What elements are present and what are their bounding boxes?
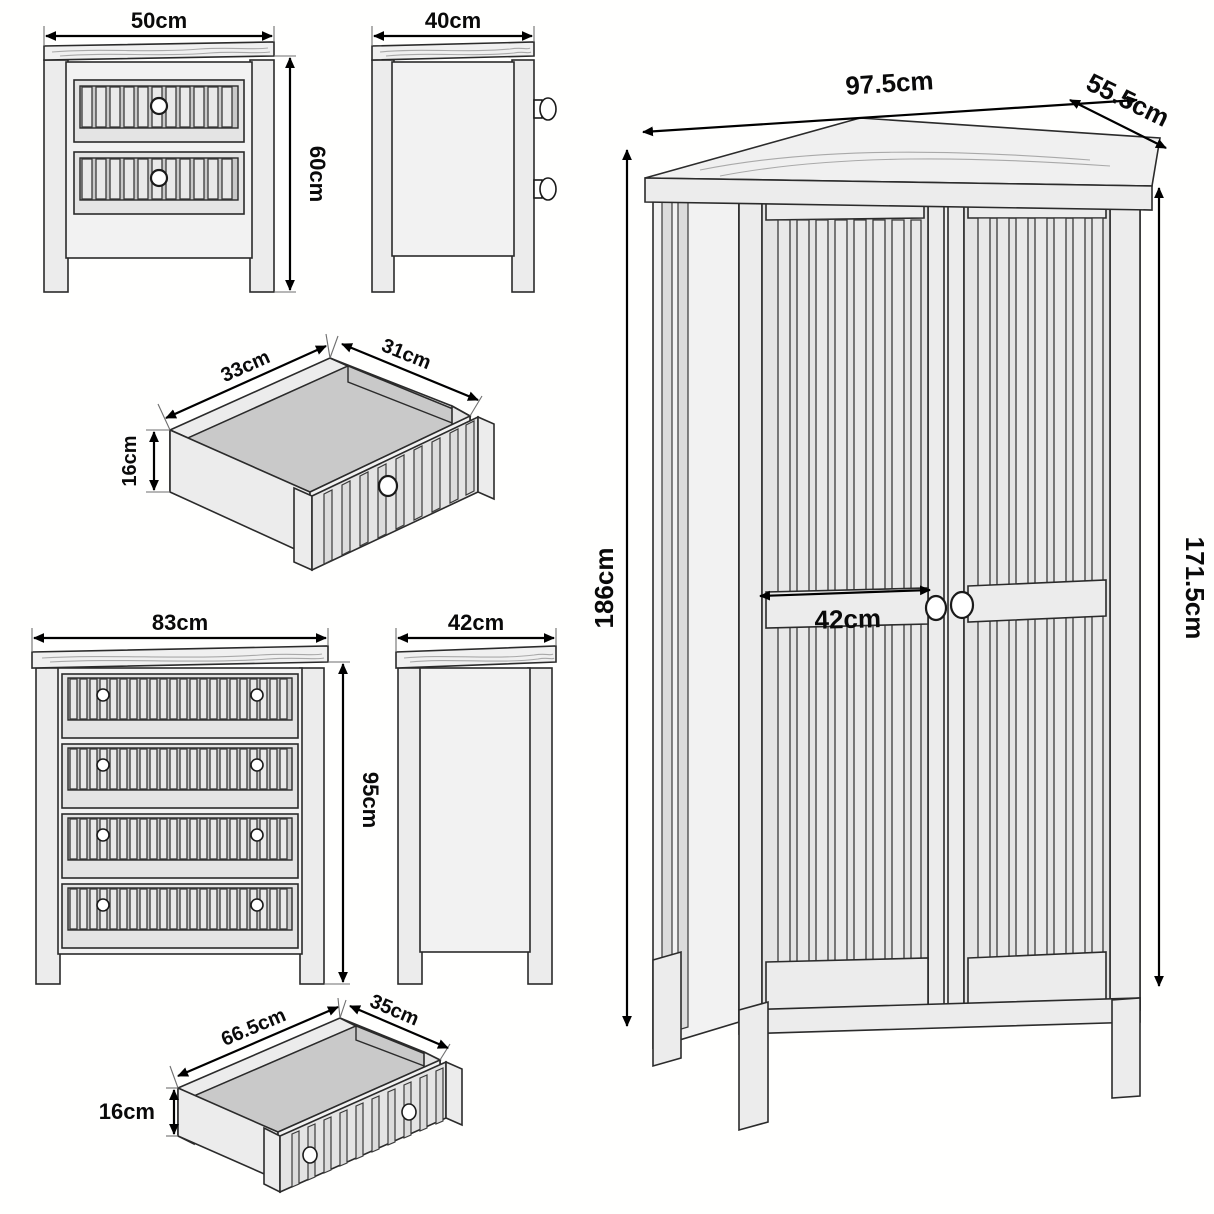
nightstand-knob-1[interactable] (149, 96, 169, 116)
wardrobe-side-slat-1 (661, 191, 673, 1036)
chest-drawer-1-slats (69, 678, 288, 720)
nightstand-front-view: 50cm 60cm (43, 8, 330, 293)
nightstand-height-label: 60cm (305, 146, 330, 202)
wardrobe-top-edge (644, 177, 1153, 211)
chest-leg-left (35, 667, 61, 985)
chest-front-view: 83cm 95cm (31, 610, 383, 985)
large-drawer-front-slats (291, 1067, 444, 1188)
chest-drawer-1-knob-right[interactable] (250, 688, 264, 702)
wardrobe-leg-front-left (738, 1000, 769, 1132)
chest-depth-label: 42cm (448, 610, 504, 635)
large-drawer-knob-left[interactable] (302, 1146, 318, 1164)
nightstand-width-label: 50cm (131, 8, 187, 33)
nightstand-leg-left (43, 59, 69, 293)
chest-drawer-3-knob-right[interactable] (250, 828, 264, 842)
chest-drawer-4-knob-left[interactable] (96, 898, 110, 912)
small-drawer-front-right-stile (477, 415, 495, 501)
chest-drawer-2-knob-right[interactable] (250, 758, 264, 772)
chest-side-body (419, 667, 531, 953)
nightstand-side-leg-left (371, 59, 395, 293)
wardrobe-width-dimension: 97.5cm (642, 65, 1138, 137)
wardrobe-door-right-mid-rail (967, 579, 1107, 623)
wardrobe-leg-back-left (652, 950, 682, 1068)
wardrobe-stile-center-left (927, 171, 945, 1016)
chest-leg-right (299, 667, 325, 985)
small-drawer-front-left-stile (293, 486, 313, 572)
chest-drawer-3-knob-left[interactable] (96, 828, 110, 842)
wardrobe-door-width-label: 42cm (814, 603, 881, 635)
small-drawer-detail: 33cm 31cm 16cm (119, 333, 495, 572)
chest-depth-dimension: 42cm (395, 610, 557, 652)
nightstand-knob-2[interactable] (149, 168, 169, 188)
chest-side-leg-right (527, 667, 553, 985)
nightstand-depth-label: 40cm (425, 8, 481, 33)
nightstand-side-knob-1[interactable] (533, 97, 557, 121)
chest-width-label: 83cm (152, 610, 208, 635)
wardrobe-leg-front-right (1111, 997, 1141, 1099)
chest-drawer-3-slats (69, 818, 288, 860)
small-drawer-height-dimension: 16cm (119, 429, 170, 493)
large-drawer-height-label: 16cm (99, 1099, 155, 1124)
wardrobe-total-height-dimension: 186cm (589, 149, 632, 1027)
wardrobe-stile-right (1109, 171, 1141, 1013)
small-drawer-height-label: 16cm (119, 435, 141, 486)
nightstand-side-view: 40cm (371, 8, 557, 293)
nightstand-width-dimension: 50cm (43, 8, 275, 46)
chest-drawer-1-knob-left[interactable] (96, 688, 110, 702)
wardrobe-view: 97.5cm 55.5cm 186cm 171.5cm 42cm (589, 65, 1210, 1132)
nightstand-side-knob-2[interactable] (533, 177, 557, 201)
chest-height-dimension: 95cm (324, 661, 383, 985)
wardrobe-door-width-dimension: 42cm (759, 585, 931, 635)
chest-width-dimension: 83cm (31, 610, 329, 652)
wardrobe-side-slat-2 (677, 186, 689, 1031)
nightstand-leg-right (249, 59, 275, 293)
wardrobe-stile-left (738, 171, 763, 1023)
nightstand-depth-dimension: 40cm (371, 8, 535, 46)
large-drawer-front-right-stile (445, 1060, 463, 1127)
large-drawer-front-left-stile (263, 1126, 281, 1194)
wardrobe-body-height-label: 171.5cm (1180, 537, 1210, 640)
large-drawer-knob-right[interactable] (401, 1103, 417, 1121)
small-drawer-knob[interactable] (377, 474, 399, 498)
nightstand-side-leg-right (511, 59, 535, 293)
wardrobe-knob-right[interactable] (949, 590, 975, 620)
wardrobe-knob-left[interactable] (924, 594, 948, 622)
wardrobe-width-label: 97.5cm (844, 65, 934, 101)
chest-drawer-4-knob-right[interactable] (250, 898, 264, 912)
nightstand-height-dimension: 60cm (274, 55, 330, 293)
chest-drawer-4-slats (69, 888, 288, 930)
chest-side-view: 42cm (395, 610, 557, 985)
wardrobe-body-height-dimension: 171.5cm (1154, 187, 1210, 987)
chest-side-leg-left (397, 667, 423, 985)
chest-height-label: 95cm (358, 772, 383, 828)
nightstand-side-body (391, 61, 515, 257)
chest-drawer-2-knob-left[interactable] (96, 758, 110, 772)
large-drawer-height-dimension: 16cm (99, 1087, 179, 1137)
wardrobe-total-height-label: 186cm (589, 548, 619, 629)
large-drawer-detail: 66.5cm 35cm 16cm (99, 990, 463, 1194)
